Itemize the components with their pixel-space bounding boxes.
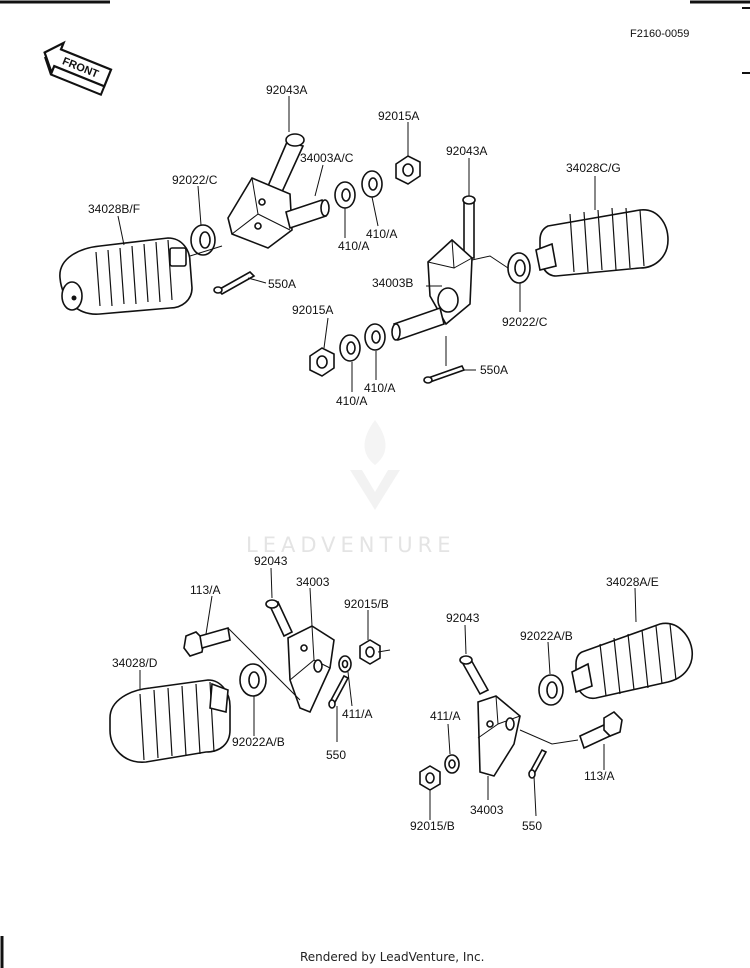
- label-411a-right: 411/A: [430, 709, 460, 723]
- watermark-logo-icon: [350, 420, 400, 510]
- washer-410a-3: [364, 323, 386, 351]
- label-92022c-left: 92022/C: [172, 173, 218, 187]
- label-92015a-top: 92015A: [378, 109, 419, 123]
- label-410a-1: 410/A: [338, 239, 369, 253]
- label-410a-4: 410/A: [336, 394, 367, 408]
- bolt-92043-left: [265, 599, 294, 638]
- footer-rendered-by: Rendered by LeadVenture, Inc.: [300, 950, 484, 964]
- label-92043a-left: 92043A: [266, 83, 307, 97]
- holder-34003-left: [287, 625, 335, 714]
- bolt-113a-right: [579, 710, 623, 750]
- washer-411a-left: [338, 655, 352, 673]
- label-411a-left: 411/A: [342, 707, 372, 721]
- holder-34003b: [391, 238, 473, 342]
- washer-92022ab-left: [239, 663, 267, 697]
- label-410a-2: 410/A: [366, 227, 397, 241]
- nut-92015a-top: [395, 155, 421, 185]
- nut-92015b-right: [419, 765, 441, 791]
- washer-92022c-left: [190, 224, 216, 256]
- holder-34003-right: [477, 695, 521, 777]
- label-92022ab-left: 92022A/B: [232, 735, 285, 749]
- cotter-550-left: [328, 674, 350, 709]
- holder-34003ac: [227, 176, 330, 249]
- label-113a-right: 113/A: [584, 769, 614, 783]
- drawing-code: F2160-0059: [630, 28, 689, 40]
- upper-leader-lines: [117, 96, 596, 392]
- label-34028bf: 34028B/F: [88, 202, 140, 216]
- label-550a-right: 550A: [480, 363, 508, 377]
- label-34003ac: 34003A/C: [300, 151, 354, 165]
- label-34028d: 34028/D: [112, 656, 158, 670]
- lower-right-leader-lines: [429, 587, 637, 820]
- washer-410a-2: [361, 170, 383, 198]
- label-550-right: 550: [522, 819, 542, 833]
- front-arrow-icon: FRONT: [43, 40, 113, 96]
- footpeg-34028bf: [59, 237, 193, 315]
- label-34028cg: 34028C/G: [566, 161, 621, 175]
- label-92043a-right: 92043A: [446, 144, 487, 158]
- footpeg-34028d: [109, 679, 231, 763]
- washer-410a-4: [339, 334, 361, 362]
- label-92043-right: 92043: [446, 611, 480, 625]
- label-550a-left: 550A: [268, 277, 296, 291]
- label-92022ab-right: 92022A/B: [520, 629, 573, 643]
- label-34003-left: 34003: [296, 575, 330, 589]
- bolt-92043-right: [459, 655, 490, 696]
- cotter-550a-right: [423, 365, 466, 384]
- label-113a-left: 113/A: [190, 583, 220, 597]
- label-550-left: 550: [326, 748, 346, 762]
- watermark-text: LEADVENTURE: [246, 533, 456, 557]
- label-34028ae: 34028A/E: [606, 575, 659, 589]
- footpeg-34028ae: [571, 622, 693, 700]
- label-92015b-left: 92015/B: [344, 597, 389, 611]
- bolt-92043a-right: [462, 195, 476, 259]
- cotter-550a-left: [213, 271, 256, 295]
- cotter-550-right: [528, 748, 548, 779]
- label-410a-3: 410/A: [364, 381, 395, 395]
- washer-410a-1: [334, 181, 356, 209]
- nut-92015b-left: [359, 639, 381, 665]
- washer-411a-right: [444, 754, 460, 774]
- nut-92015a-mid: [309, 347, 335, 377]
- label-92043-left: 92043: [254, 554, 288, 568]
- label-92022c-right: 92022/C: [502, 315, 548, 329]
- label-92015a-mid: 92015A: [292, 303, 333, 317]
- washer-92022ab-right: [538, 674, 564, 706]
- lower-left-leader-lines: [139, 567, 391, 742]
- footpeg-34028cg: [535, 207, 669, 277]
- label-92015b-right: 92015/B: [410, 819, 455, 833]
- label-34003-right: 34003: [470, 803, 504, 817]
- bolt-113a-left: [183, 626, 231, 657]
- label-34003b: 34003B: [372, 276, 413, 290]
- washer-92022c-right: [507, 252, 531, 284]
